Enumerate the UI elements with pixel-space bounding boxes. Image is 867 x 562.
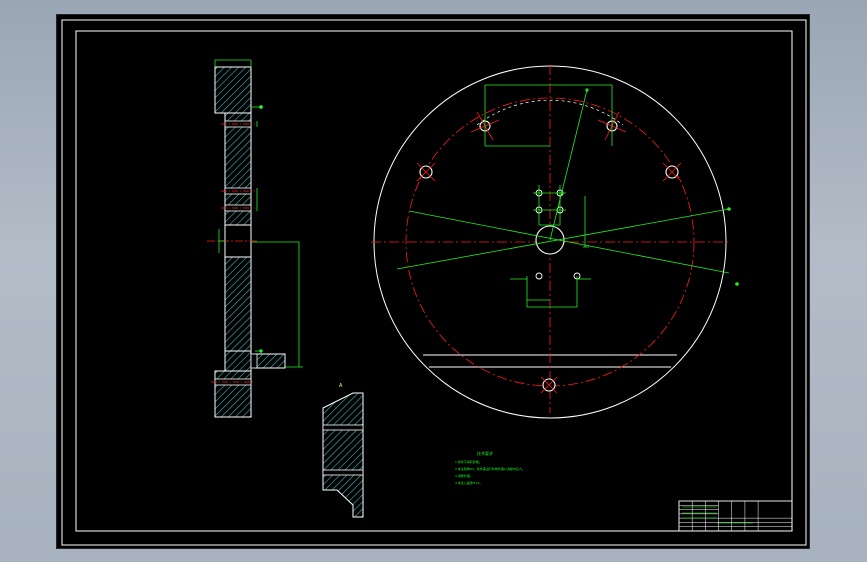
leader-dot-3 [585, 88, 589, 92]
inner-dashed-arc [476, 99, 624, 126]
web-holes [211, 120, 255, 386]
note-line-2: 2.未注圆角R3，铸件需进行时效处理以消除内应力。 [455, 466, 525, 471]
title-block[interactable] [678, 500, 793, 532]
drawing-viewport[interactable]: A [56, 14, 810, 549]
boss [254, 353, 286, 369]
title-block-fill-lines [682, 506, 753, 524]
side-section-view[interactable] [207, 59, 303, 418]
note-line-3: 3.调质处理。 [455, 473, 473, 478]
flange-step [224, 350, 252, 372]
small-holes [535, 189, 581, 280]
title-block-frame [678, 500, 793, 532]
detail-section-view[interactable]: A [322, 383, 364, 518]
hub-top-block [214, 66, 252, 114]
outer-frame [61, 19, 807, 546]
side-dimensions [214, 59, 303, 368]
technical-notes[interactable]: 技术要求 1.铸件不得有砂眼。 2.未注圆角R3，铸件需进行时效处理以消除内应力… [455, 450, 525, 485]
bolt-pitch-circle [405, 97, 695, 387]
web-lower [224, 256, 252, 352]
inner-frame [75, 30, 793, 532]
notes-title: 技术要求 [477, 450, 493, 456]
note-line-4: 4.未注公差按IT14。 [455, 480, 482, 485]
front-view[interactable] [371, 65, 739, 419]
detail-profile [322, 392, 364, 518]
note-line-1: 1.铸件不得有砂眼。 [455, 459, 482, 464]
hub-bottom-block [214, 370, 252, 418]
section-label: A [339, 383, 343, 389]
title-block-grid [679, 501, 792, 531]
leader-dot-1 [727, 207, 731, 211]
front-dimensions [396, 84, 730, 308]
leader-dot-2 [735, 282, 739, 286]
cad-drawing-canvas[interactable]: A [57, 15, 811, 550]
